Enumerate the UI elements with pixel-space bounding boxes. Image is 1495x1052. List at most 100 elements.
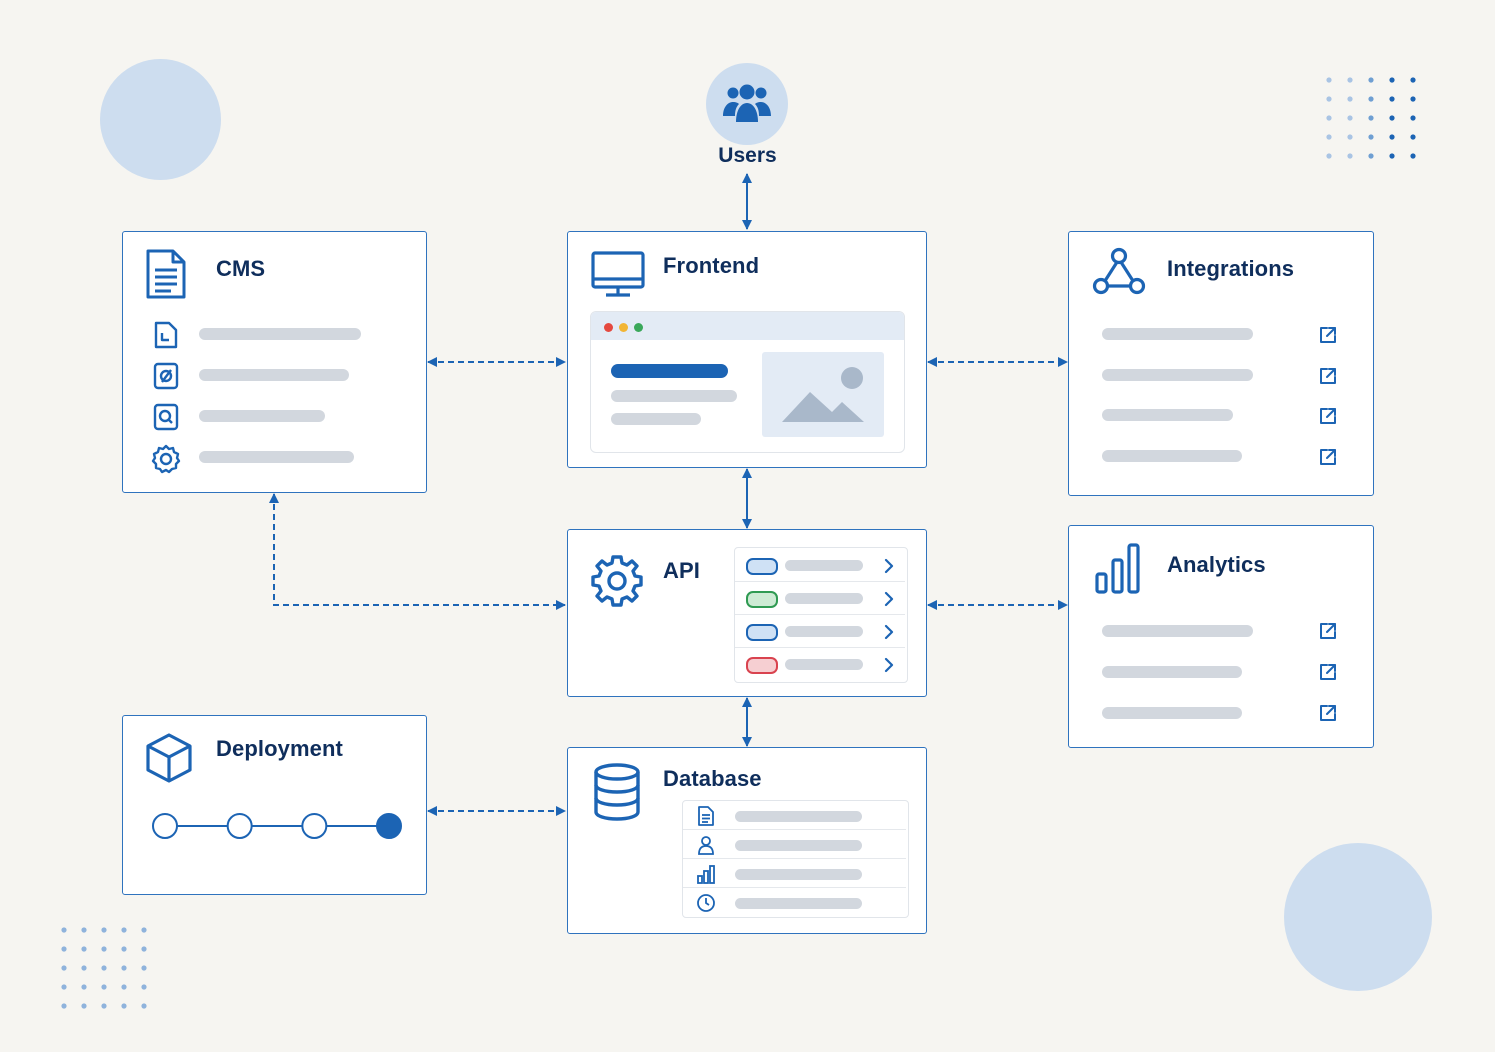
decorative-dot <box>1389 77 1395 83</box>
row-divider <box>683 887 906 888</box>
decorative-dot <box>101 984 107 990</box>
decorative-dot <box>121 984 127 990</box>
decorative-dot <box>1368 153 1374 159</box>
frontend-title: Frontend <box>663 253 760 278</box>
integration-item-placeholder <box>1102 369 1253 381</box>
bar-chart-icon <box>697 865 715 884</box>
decorative-dot <box>1326 77 1332 83</box>
analytics-box[interactable]: Analytics <box>1068 525 1374 748</box>
decorative-dot <box>1347 134 1353 140</box>
cms-item-placeholder <box>199 328 361 340</box>
frontend-box[interactable]: Frontend <box>567 231 927 468</box>
row-divider <box>683 858 906 859</box>
integration-item-placeholder <box>1102 409 1233 421</box>
decorative-dot <box>1389 153 1395 159</box>
network-icon <box>1092 247 1146 295</box>
decorative-dot <box>141 984 147 990</box>
browser-mockup <box>590 311 905 453</box>
cms-item-placeholder <box>199 410 325 422</box>
decorative-circle-top-left <box>100 59 221 180</box>
external-link-icon[interactable] <box>1318 447 1338 467</box>
table-name-placeholder <box>735 811 862 822</box>
decorative-dot <box>1389 96 1395 102</box>
deployment-title: Deployment <box>216 736 343 761</box>
external-link-icon[interactable] <box>1318 366 1338 386</box>
browser-maximize-dot <box>634 323 643 332</box>
api-box[interactable]: API <box>567 529 927 697</box>
decorative-dot <box>141 1003 147 1009</box>
decorative-dot <box>61 984 67 990</box>
decorative-dot <box>1347 77 1353 83</box>
chevron-right-icon[interactable] <box>883 657 895 673</box>
settings-icon <box>151 444 181 474</box>
external-link-icon[interactable] <box>1318 406 1338 426</box>
chevron-right-icon[interactable] <box>883 624 895 640</box>
table-name-placeholder <box>735 898 862 909</box>
external-link-icon[interactable] <box>1318 325 1338 345</box>
browser-minimize-dot <box>619 323 628 332</box>
browser-heading-bar <box>611 364 728 378</box>
decorative-dot <box>1410 115 1416 121</box>
decorative-dot <box>1410 96 1416 102</box>
decorative-dot <box>1410 153 1416 159</box>
progress-step-active <box>376 813 402 839</box>
decorative-dot <box>1368 96 1374 102</box>
analytics-item-placeholder <box>1102 707 1242 719</box>
document-icon <box>698 806 714 826</box>
decorative-dot <box>1410 77 1416 83</box>
endpoint-method-badge <box>746 624 778 641</box>
external-link-icon[interactable] <box>1318 703 1338 723</box>
decorative-dot <box>1368 115 1374 121</box>
decorative-dot <box>81 927 87 933</box>
image-placeholder-icon <box>782 367 864 422</box>
decorative-dot <box>121 965 127 971</box>
endpoint-path-placeholder <box>785 659 863 670</box>
external-link-icon[interactable] <box>1318 662 1338 682</box>
decorative-dot <box>61 946 67 952</box>
browser-text-placeholder <box>611 390 737 402</box>
row-divider <box>735 614 905 615</box>
chevron-right-icon[interactable] <box>883 558 895 574</box>
decorative-dot <box>61 927 67 933</box>
chevron-right-icon[interactable] <box>883 591 895 607</box>
integrations-box[interactable]: Integrations <box>1068 231 1374 496</box>
decorative-dot <box>1347 153 1353 159</box>
table-name-placeholder <box>735 840 862 851</box>
document-icon <box>146 249 186 299</box>
monitor-icon <box>591 251 645 297</box>
users-label: Users <box>718 144 777 167</box>
progress-step <box>226 813 253 839</box>
search-icon <box>153 403 179 431</box>
cms-item-placeholder <box>199 451 354 463</box>
database-box[interactable]: Database <box>567 747 927 934</box>
row-divider <box>683 829 906 830</box>
decorative-dot <box>1368 77 1374 83</box>
decorative-dot <box>1347 115 1353 121</box>
decorative-dot <box>141 946 147 952</box>
integration-item-placeholder <box>1102 450 1242 462</box>
external-link-icon[interactable] <box>1318 621 1338 641</box>
browser-text-placeholder <box>611 413 701 425</box>
endpoint-method-badge <box>746 657 778 674</box>
analytics-item-placeholder <box>1102 666 1242 678</box>
file-icon <box>154 321 178 349</box>
cms-box[interactable]: CMS <box>122 231 427 493</box>
decorative-dot-grid-bottom-left <box>61 927 147 1009</box>
decorative-dot-grid-top-right <box>1326 77 1416 159</box>
decorative-dot <box>101 927 107 933</box>
endpoint-method-badge <box>746 591 778 608</box>
database-title: Database <box>663 766 762 791</box>
decorative-dot <box>81 984 87 990</box>
deployment-box[interactable]: Deployment <box>122 715 427 895</box>
database-icon <box>594 763 640 821</box>
analytics-item-placeholder <box>1102 625 1253 637</box>
decorative-dot <box>121 927 127 933</box>
deployment-progress <box>152 813 402 839</box>
integration-item-placeholder <box>1102 328 1253 340</box>
api-title: API <box>663 558 700 583</box>
row-divider <box>735 647 905 648</box>
integrations-title: Integrations <box>1167 256 1295 281</box>
decorative-dot <box>81 965 87 971</box>
progress-step <box>152 813 178 839</box>
